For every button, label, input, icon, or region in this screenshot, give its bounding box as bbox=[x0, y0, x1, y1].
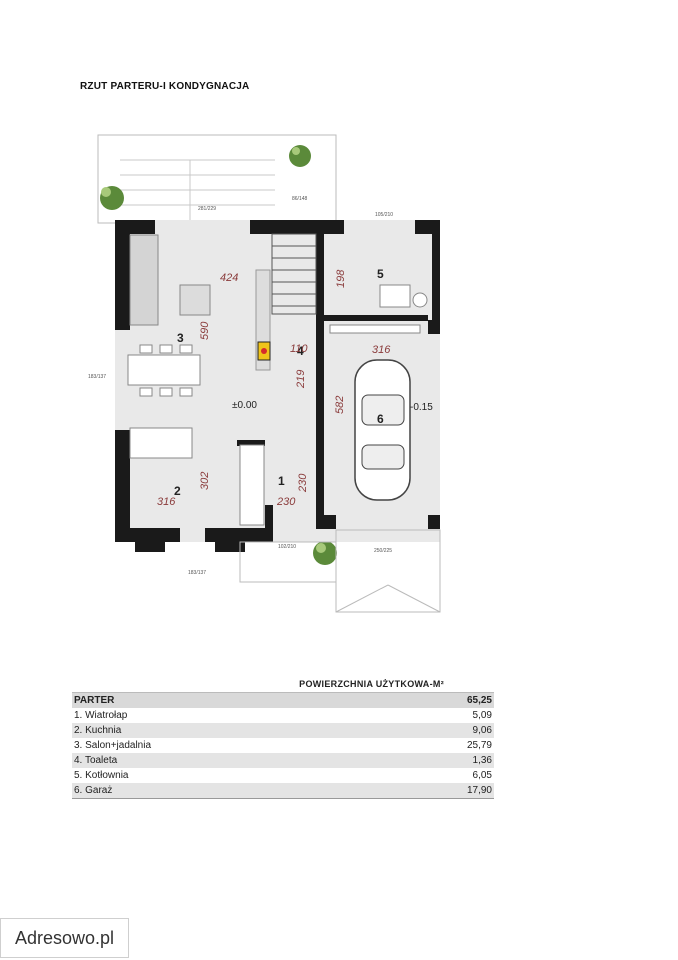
dimension-label: 582 bbox=[334, 396, 346, 414]
dimension-label: 230 bbox=[297, 473, 309, 493]
table-row: 3. Salon+jadalnia 25,79 bbox=[72, 738, 494, 753]
dimension-label: 302 bbox=[199, 472, 211, 490]
level-label: -0.15 bbox=[410, 402, 433, 413]
room-number: 3 bbox=[177, 331, 184, 345]
driveway-outline bbox=[335, 529, 441, 613]
terrace-steps bbox=[120, 159, 275, 220]
row-value: 25,79 bbox=[466, 740, 492, 751]
table-row: 6. Garaż 17,90 bbox=[72, 783, 494, 799]
row-label: 2. Kuchnia bbox=[74, 725, 122, 736]
table-row: 5. Kotłownia 6,05 bbox=[72, 768, 494, 783]
dimension-label: 424 bbox=[220, 272, 238, 284]
row-value: 17,90 bbox=[466, 785, 492, 796]
row-value: 1,36 bbox=[472, 755, 492, 766]
opening-label: 281/229 bbox=[198, 206, 216, 212]
table-row: 1. Wiatrołap 5,09 bbox=[72, 708, 494, 723]
row-label: 6. Garaż bbox=[74, 785, 113, 796]
flame-icon bbox=[261, 348, 267, 354]
car-icon bbox=[354, 359, 411, 501]
opening-label: 250/225 bbox=[374, 548, 392, 554]
room-number: 2 bbox=[174, 484, 181, 498]
tank-icon bbox=[412, 292, 428, 308]
staircase bbox=[271, 233, 317, 315]
row-label: 3. Salon+jadalnia bbox=[74, 740, 152, 751]
row-value: 6,05 bbox=[472, 770, 492, 781]
dimension-label: 316 bbox=[157, 496, 176, 508]
tree-icon bbox=[289, 145, 311, 167]
opening-label: 86/148 bbox=[292, 196, 308, 202]
opening-label: 105/210 bbox=[375, 212, 393, 218]
row-label: 5. Kotłownia bbox=[74, 770, 129, 781]
opening-label: 183/137 bbox=[88, 374, 106, 380]
opening-label: 183/137 bbox=[188, 570, 206, 576]
room-number: 5 bbox=[377, 267, 384, 281]
dimension-label: 316 bbox=[372, 344, 391, 356]
room-number: 4 bbox=[297, 344, 304, 358]
dimension-label: 230 bbox=[276, 496, 296, 508]
row-label: PARTER bbox=[74, 695, 115, 706]
dimension-label: 590 bbox=[199, 321, 211, 340]
table-row: 4. Toaleta 1,36 bbox=[72, 753, 494, 768]
boiler-icon bbox=[379, 284, 411, 308]
kitchen-counter-icon bbox=[239, 444, 265, 526]
watermark: Adresowo.pl bbox=[0, 918, 129, 958]
walls bbox=[115, 220, 440, 552]
room-number: 6 bbox=[377, 412, 384, 426]
kitchen-island-icon bbox=[129, 427, 193, 459]
garage-door-line bbox=[329, 324, 421, 334]
tree-icon bbox=[100, 186, 124, 210]
row-value: 9,06 bbox=[472, 725, 492, 736]
sofa-icon bbox=[129, 234, 159, 326]
entrance-outline bbox=[239, 541, 337, 583]
area-table-header: POWIERZCHNIA UŻYTKOWA-M² bbox=[299, 679, 444, 689]
floor-plan: 1 2 3 4 5 6 424 590 198 316 110 219 582 … bbox=[88, 134, 441, 613]
plan-title: RZUT PARTERU-I KONDYGNACJA bbox=[80, 81, 250, 92]
level-label: ±0.00 bbox=[232, 400, 257, 411]
room-number: 1 bbox=[278, 474, 285, 488]
table-row: PARTER 65,25 bbox=[72, 692, 494, 708]
row-label: 4. Toaleta bbox=[74, 755, 118, 766]
table-row: 2. Kuchnia 9,06 bbox=[72, 723, 494, 738]
opening-label: 102/210 bbox=[278, 544, 296, 550]
row-label: 1. Wiatrołap bbox=[74, 710, 128, 721]
armchair-icon bbox=[179, 284, 211, 316]
dimension-label: 219 bbox=[295, 370, 307, 389]
dimension-label: 110 bbox=[290, 343, 308, 355]
dining-table-icon bbox=[127, 354, 201, 386]
dimension-label: 198 bbox=[335, 269, 347, 288]
area-table: POWIERZCHNIA UŻYTKOWA-M² PARTER 65,25 1.… bbox=[72, 677, 494, 799]
tree-icon bbox=[313, 541, 337, 565]
row-value: 65,25 bbox=[466, 695, 492, 706]
chairs-icon bbox=[139, 344, 193, 397]
row-value: 5,09 bbox=[472, 710, 492, 721]
